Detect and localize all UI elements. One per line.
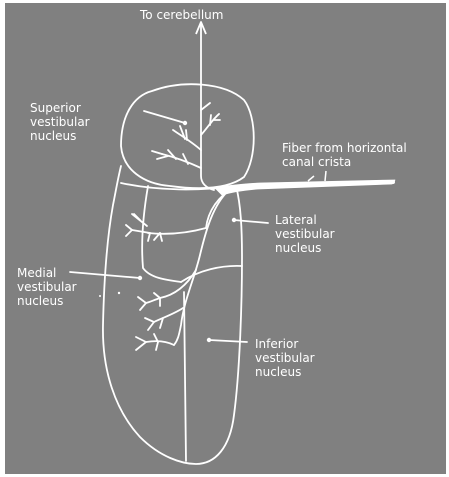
inferior-branch [146, 341, 174, 345]
medial-branch [154, 308, 183, 322]
medial-branch [146, 270, 196, 303]
inferior-leader-dot [207, 338, 211, 342]
lateral-nucleus-label: Lateral vestibular nucleus [275, 213, 335, 255]
lateral-leader-dot [232, 218, 236, 222]
medial-leader-dot [138, 276, 142, 280]
brainstem-outline [103, 166, 242, 464]
superior-branch [201, 103, 210, 110]
superior-leader [144, 111, 185, 123]
midline [184, 292, 186, 461]
fiber-label: Fiber from horizontal canal crista [282, 141, 407, 169]
medial-nucleus-label: Medial vestibular nucleus [17, 266, 77, 308]
superior-nucleus-label: Superior vestibular nucleus [30, 101, 90, 143]
lateral-leader [234, 220, 268, 223]
inferior-nucleus-label: Inferior vestibular nucleus [255, 337, 315, 379]
crista-fiber [214, 180, 395, 195]
to-cerebellum-label: To cerebellum [140, 8, 223, 22]
superior-leader-dot [183, 121, 187, 125]
lateral-branch [148, 228, 206, 234]
inferior-leader [209, 340, 247, 342]
crista-fiber-end [391, 180, 395, 184]
